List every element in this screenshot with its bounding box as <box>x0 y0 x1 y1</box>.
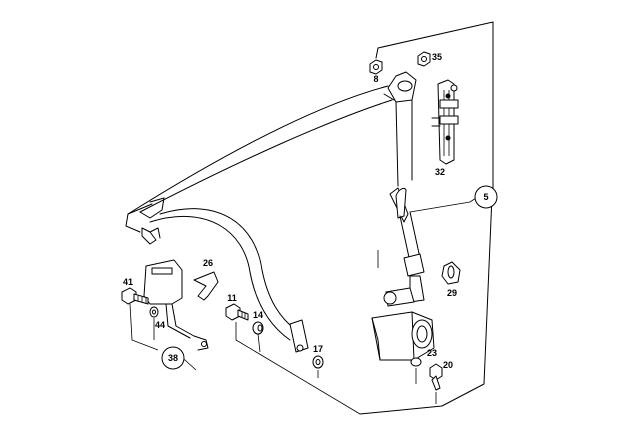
nut-part-35 <box>417 51 431 67</box>
label-26: 26 <box>203 258 213 268</box>
label-29: 29 <box>447 288 457 298</box>
label-14: 14 <box>253 310 263 320</box>
part-labels: 8 35 32 26 41 44 11 14 17 29 23 20 <box>123 52 457 370</box>
washer-part-17 <box>312 355 324 369</box>
bushing-part-14 <box>252 321 264 335</box>
label-41: 41 <box>123 277 133 287</box>
label-32: 32 <box>435 167 445 177</box>
bolt-part-11 <box>225 303 249 321</box>
belt-retractor-tensioner <box>371 187 435 361</box>
label-5: 5 <box>483 192 488 202</box>
clip-part-26 <box>193 271 219 301</box>
bolt-part-20 <box>429 363 443 391</box>
label-8: 8 <box>373 74 378 84</box>
label-38: 38 <box>168 353 178 363</box>
cover-plate-part-29 <box>441 261 461 285</box>
shoulder-belt-webbing <box>125 85 393 245</box>
label-23: 23 <box>427 348 437 358</box>
label-11: 11 <box>227 293 237 303</box>
label-20: 20 <box>443 360 453 370</box>
leader-lines <box>129 197 477 415</box>
label-35: 35 <box>432 52 442 62</box>
height-adjuster-rail <box>431 79 459 165</box>
upper-belt-guide <box>383 71 417 187</box>
nut-part-8 <box>369 59 383 75</box>
washer-part-44 <box>149 306 159 318</box>
callout-circle-5: 5 <box>474 185 498 209</box>
cap-part-23 <box>410 357 422 367</box>
label-44: 44 <box>155 320 165 330</box>
bolt-part-41 <box>121 287 149 305</box>
label-17: 17 <box>313 344 323 354</box>
lap-belt-webbing <box>149 208 309 353</box>
callout-circle-38: 38 <box>161 346 185 370</box>
